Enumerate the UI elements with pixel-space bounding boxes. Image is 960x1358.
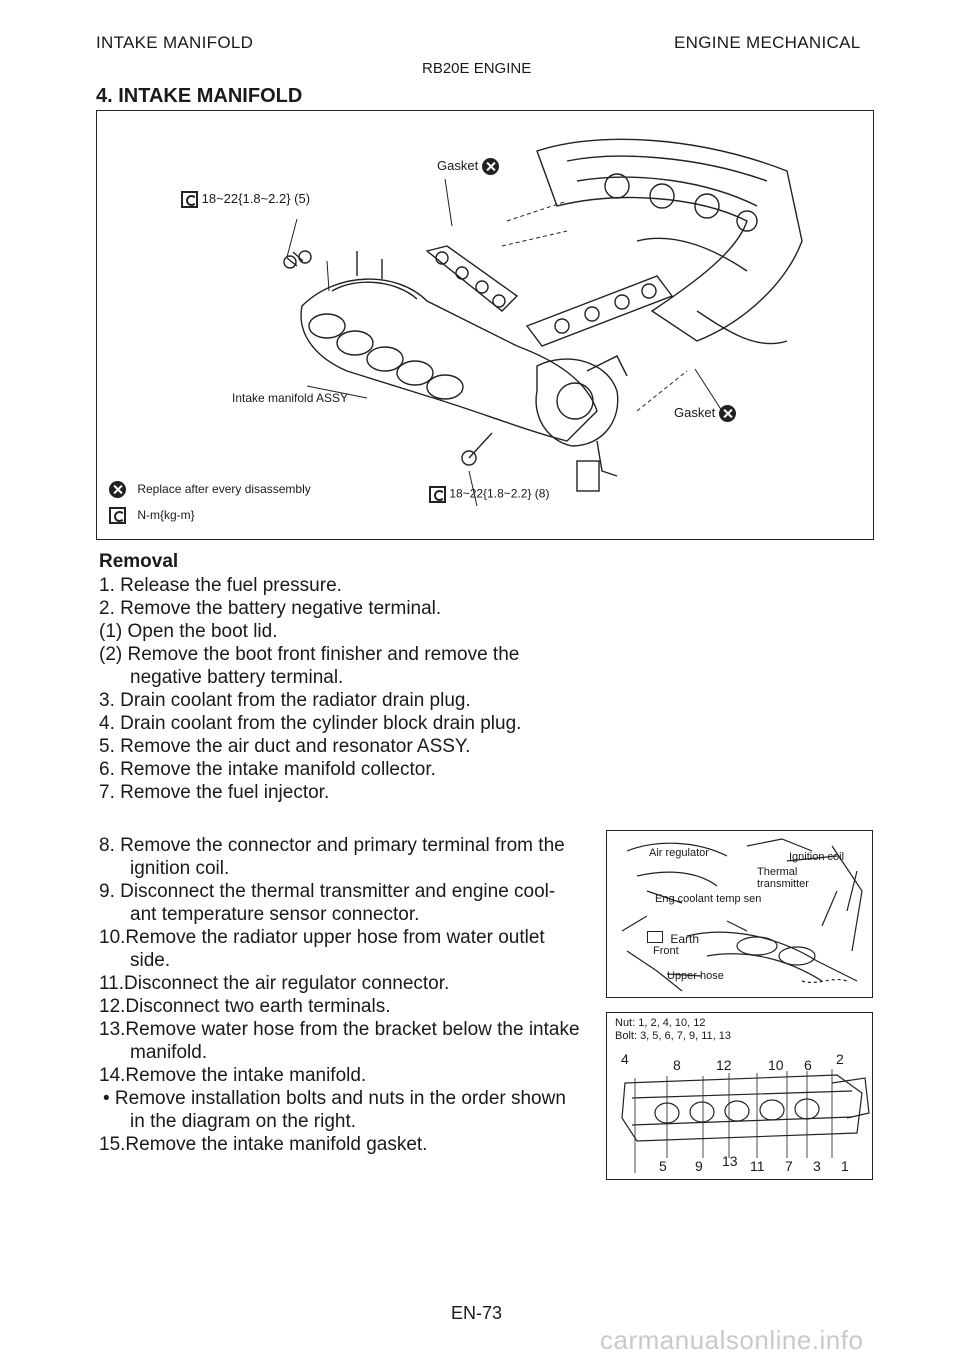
replace-icon: [718, 405, 736, 423]
replace-icon: [109, 481, 126, 498]
intake-manifold-illustration: [283, 138, 803, 507]
air-regulator-label: Air regulator: [649, 847, 709, 859]
step: 9. Disconnect the thermal transmitter an…: [99, 881, 556, 902]
step: 1. Release the fuel pressure.: [99, 575, 342, 596]
exploded-diagram-figure: 18~22{1.8~2.2} (5) Gasket Intake manifol…: [96, 110, 874, 540]
legend-replace: Replace after every disassembly: [109, 481, 311, 498]
step: 15.Remove the intake manifold gasket.: [99, 1134, 428, 1155]
header-center: RB20E ENGINE: [422, 60, 532, 77]
torque-wrench-icon: [181, 191, 198, 209]
step: 5. Remove the air duct and resonator ASS…: [99, 736, 471, 757]
step: 3. Drain coolant from the radiator drain…: [99, 690, 471, 711]
watermark: carmanualsonline.info: [600, 1325, 864, 1355]
connector-diagram-figure: Air regulator Ignition coil Thermal tran…: [606, 830, 873, 998]
order-2: 2: [836, 1051, 844, 1067]
upper-hose-label: Upper hose: [667, 970, 724, 982]
removal-steps-1: 1. Release the fuel pressure. 2. Remove …: [99, 574, 589, 804]
order-11: 11: [750, 1158, 765, 1174]
step: 10.Remove the radiator upper hose from w…: [99, 927, 545, 948]
step: 8. Remove the connector and primary term…: [99, 835, 565, 856]
step-continued: side.: [130, 950, 171, 971]
order-6: 6: [804, 1057, 812, 1073]
legend-unit: N-m{kg-m}: [109, 507, 195, 524]
step: 13.Remove water hose from the bracket be…: [99, 1019, 580, 1040]
order-4: 4: [621, 1051, 629, 1067]
thermal-transmitter-label: Thermal transmitter: [757, 866, 809, 890]
order-9: 9: [695, 1158, 703, 1174]
gasket-label-top: Gasket: [437, 158, 499, 176]
step: 12.Disconnect two earth terminals.: [99, 996, 391, 1017]
order-12: 12: [716, 1057, 732, 1073]
removal-title: Removal: [99, 551, 179, 572]
section-title: 4. INTAKE MANIFOLD: [96, 85, 303, 107]
page-number: EN-73: [451, 1303, 503, 1323]
order-10: 10: [768, 1057, 784, 1073]
front-label: Front: [653, 945, 679, 957]
replace-icon: [481, 158, 499, 176]
order-1: 1: [841, 1158, 849, 1174]
order-5: 5: [659, 1158, 667, 1174]
step: 14.Remove the intake manifold.: [99, 1065, 367, 1086]
intake-manifold-label: Intake manifold ASSY: [232, 391, 349, 405]
torque-wrench-icon: [109, 507, 126, 524]
bolt-list: Bolt: 3, 5, 6, 7, 9, 11, 13: [615, 1030, 731, 1042]
step: 11.Disconnect the air regulator connecto…: [99, 973, 450, 994]
step-continued: manifold.: [130, 1042, 208, 1063]
step-continued: negative battery terminal.: [130, 667, 344, 688]
step: (1) Open the boot lid.: [99, 621, 278, 642]
step-continued: ignition coil.: [130, 858, 230, 879]
order-7: 7: [785, 1158, 793, 1174]
gasket-label-right: Gasket: [674, 405, 736, 423]
header-right: ENGINE MECHANICAL: [674, 33, 861, 52]
bullet: • Remove installation bolts and nuts in …: [103, 1088, 566, 1109]
manifold-bolt-order-illustration: [621, 1069, 870, 1173]
step-continued: in the diagram on the right.: [130, 1111, 357, 1132]
bolt-order-figure: Nut: 1, 2, 4, 10, 12 Bolt: 3, 5, 6, 7, 9…: [606, 1012, 873, 1180]
order-3: 3: [813, 1158, 821, 1174]
ignition-coil-label: Ignition coil: [789, 851, 845, 863]
step: 4. Drain coolant from the cylinder block…: [99, 713, 522, 734]
removal-steps-2: 8. Remove the connector and primary term…: [99, 834, 591, 1156]
step-continued: ant temperature sensor connector.: [130, 904, 420, 925]
nut-list: Nut: 1, 2, 4, 10, 12: [615, 1017, 706, 1029]
step: 6. Remove the intake manifold collector.: [99, 759, 436, 780]
torque-wrench-icon: [429, 486, 446, 503]
order-8: 8: [673, 1057, 681, 1073]
coolant-temp-sensor-label: Eng coolant temp sen: [655, 893, 762, 905]
header-left: INTAKE MANIFOLD: [96, 33, 254, 52]
step: 7. Remove the fuel injector.: [99, 782, 330, 803]
engine-bay-illustration: [621, 838, 863, 992]
earth-arrow-icon: [647, 931, 663, 943]
order-13: 13: [722, 1153, 738, 1169]
torque-spec-bottom: 18~22{1.8~2.2} (8): [429, 486, 549, 503]
earth-label: Earth: [647, 931, 699, 946]
step: (2) Remove the boot front finisher and r…: [99, 644, 520, 665]
torque-spec-top: 18~22{1.8~2.2} (5): [181, 191, 310, 209]
step: 2. Remove the battery negative terminal.: [99, 598, 442, 619]
